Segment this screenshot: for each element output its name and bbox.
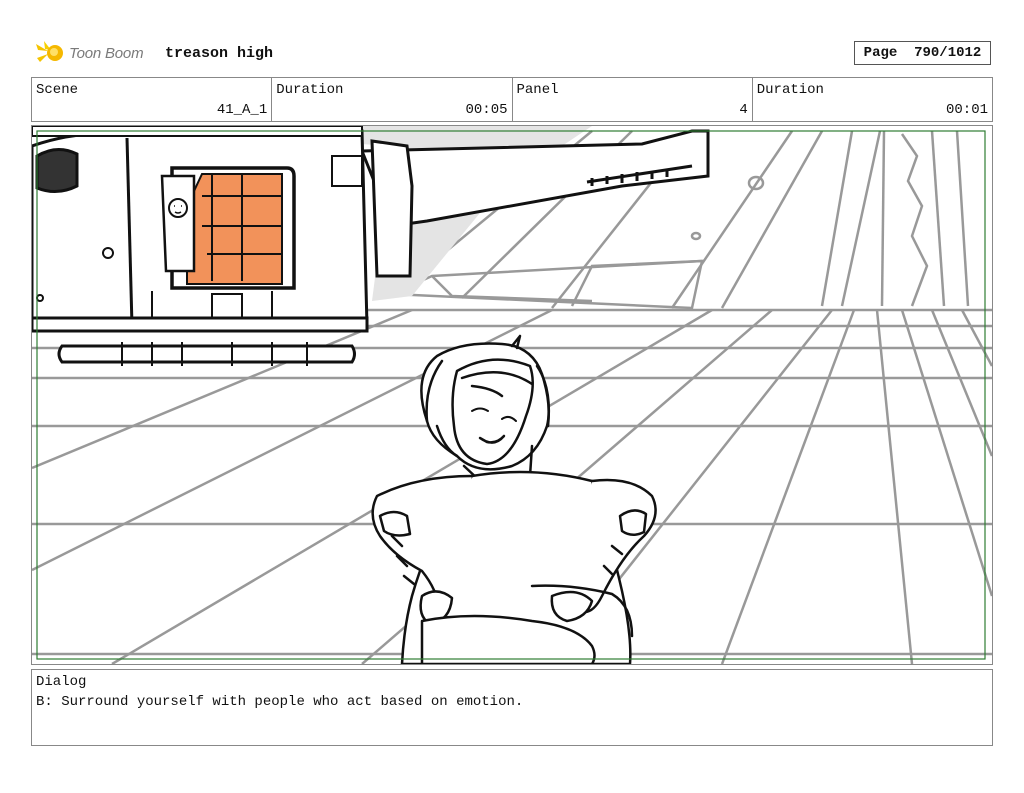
info-bar: Scene 41_A_1 Duration 00:05 Panel 4 Dura… (31, 77, 993, 122)
scene-duration-label: Duration (276, 82, 344, 98)
page-counter: Page 790/1012 (854, 41, 991, 65)
dialog-box: Dialog B: Surround yourself with people … (31, 669, 993, 746)
dialog-label: Dialog (36, 674, 87, 690)
panel-duration-label: Duration (756, 82, 824, 98)
storyboard-panel (31, 125, 993, 665)
star-burst-icon (36, 41, 63, 62)
panel-label: Panel (516, 82, 559, 98)
panel-duration-value: 00:01 (945, 102, 988, 118)
page-value: 790/1012 (914, 45, 982, 61)
safe-frame (36, 130, 986, 660)
toon-boom-logo: Toon Boom (34, 38, 156, 68)
page-label: Page (863, 45, 898, 61)
panel-duration-cell: Duration 00:01 (753, 78, 992, 121)
panel-value: 4 (739, 102, 748, 118)
scene-duration-value: 00:05 (465, 102, 508, 118)
scene-label: Scene (36, 82, 79, 98)
project-title: treason high (165, 45, 274, 62)
panel-cell: Panel 4 (513, 78, 753, 121)
panel-drawing (32, 126, 992, 664)
character-illustration (371, 334, 657, 664)
scene-value: 41_A_1 (216, 102, 268, 118)
spaceship-illustration (32, 126, 710, 366)
dialog-text: B: Surround yourself with people who act… (36, 694, 524, 710)
scene-duration-cell: Duration 00:05 (272, 78, 513, 121)
scene-cell: Scene 41_A_1 (32, 78, 273, 121)
logo-wordmark: Toon Boom (69, 44, 144, 62)
